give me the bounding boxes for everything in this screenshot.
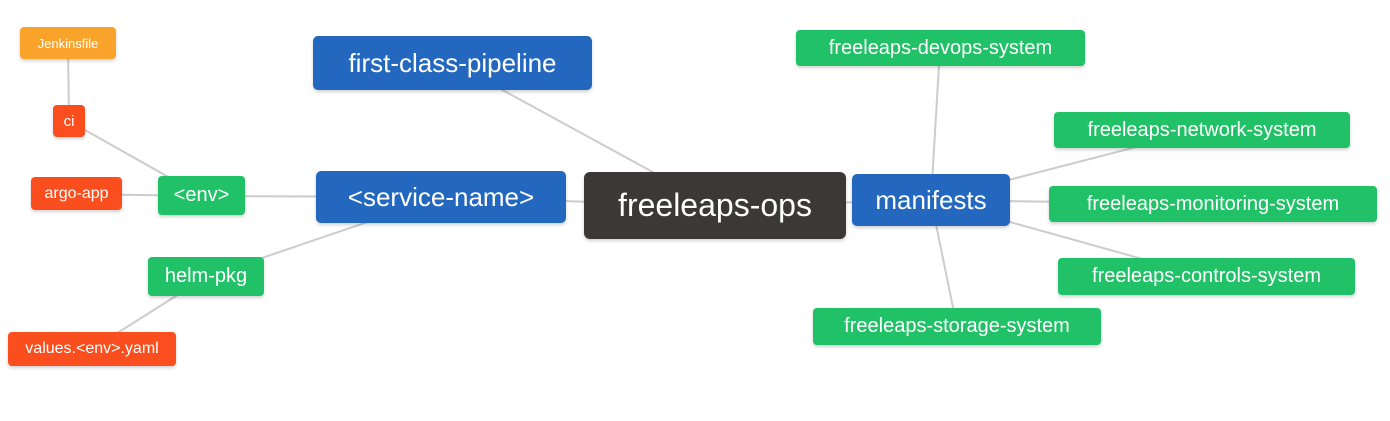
node-env[interactable]: <env> xyxy=(158,176,245,215)
node-freeleaps-controls-system[interactable]: freeleaps-controls-system xyxy=(1058,258,1355,295)
node-manifests[interactable]: manifests xyxy=(852,174,1010,226)
node-freeleaps-ops-root[interactable]: freeleaps-ops xyxy=(584,172,846,239)
node-argo-app[interactable]: argo-app xyxy=(31,177,122,210)
node-ci[interactable]: ci xyxy=(53,105,85,137)
node-service-name[interactable]: <service-name> xyxy=(316,171,566,223)
node-jenkinsfile[interactable]: Jenkinsfile xyxy=(20,27,116,59)
node-freeleaps-devops-system[interactable]: freeleaps-devops-system xyxy=(796,30,1085,66)
node-freeleaps-storage-system[interactable]: freeleaps-storage-system xyxy=(813,308,1101,345)
node-helm-pkg[interactable]: helm-pkg xyxy=(148,257,264,296)
node-freeleaps-monitoring-system[interactable]: freeleaps-monitoring-system xyxy=(1049,186,1377,222)
node-values-env-yaml[interactable]: values.<env>.yaml xyxy=(8,332,176,366)
node-freeleaps-network-system[interactable]: freeleaps-network-system xyxy=(1054,112,1350,148)
node-first-class-pipeline[interactable]: first-class-pipeline xyxy=(313,36,592,90)
